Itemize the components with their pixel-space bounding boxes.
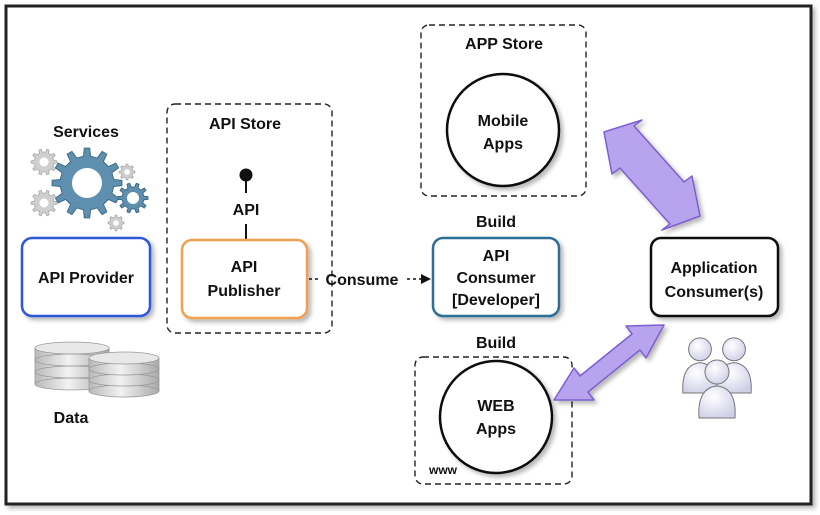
api-pin-icon (239, 168, 253, 182)
mobile-apps-line2: Apps (483, 136, 523, 153)
web-container (414, 356, 573, 485)
mobile-apps-line1: Mobile (478, 113, 529, 130)
application-consumer-line2: Consumer(s) (665, 284, 764, 301)
www-label: www (428, 463, 458, 477)
data-label: Data (54, 410, 89, 427)
mobile-apps-node (445, 72, 561, 188)
database-icon (34, 341, 160, 398)
api-consumer-node (431, 236, 561, 318)
application-consumer-line1: Application (670, 260, 757, 277)
web-apps-line1: WEB (477, 398, 514, 415)
api-consumer-line1: API (483, 248, 510, 265)
api-consumer-line3: [Developer] (452, 292, 540, 309)
api-provider-node (20, 236, 152, 318)
api-publisher-line1: API (231, 259, 258, 276)
app-store-label: APP Store (465, 36, 543, 53)
services-label: Services (53, 124, 119, 141)
api-store-label: API Store (209, 116, 281, 133)
users-icon (682, 337, 752, 419)
api-pin-label: API (233, 202, 260, 219)
app-store-container (420, 24, 587, 197)
web-apps-node (438, 359, 554, 475)
api-consumer-line2: Consumer (456, 270, 535, 287)
consume-arrow-head (421, 274, 431, 284)
build-top-label: Build (476, 214, 516, 231)
web-apps-line2: Apps (476, 421, 516, 438)
api-publisher-line2: Publisher (208, 283, 281, 300)
build-bottom-label: Build (476, 335, 516, 352)
api-store-container (166, 103, 333, 334)
mobile-consumer-arrow (603, 119, 701, 231)
gears-icon (30, 147, 149, 232)
api-provider-label: API Provider (38, 270, 134, 287)
consume-label: Consume (326, 272, 399, 289)
web-consumer-arrow (553, 324, 665, 401)
application-consumer-node (649, 236, 780, 318)
api-publisher-node (180, 238, 309, 320)
